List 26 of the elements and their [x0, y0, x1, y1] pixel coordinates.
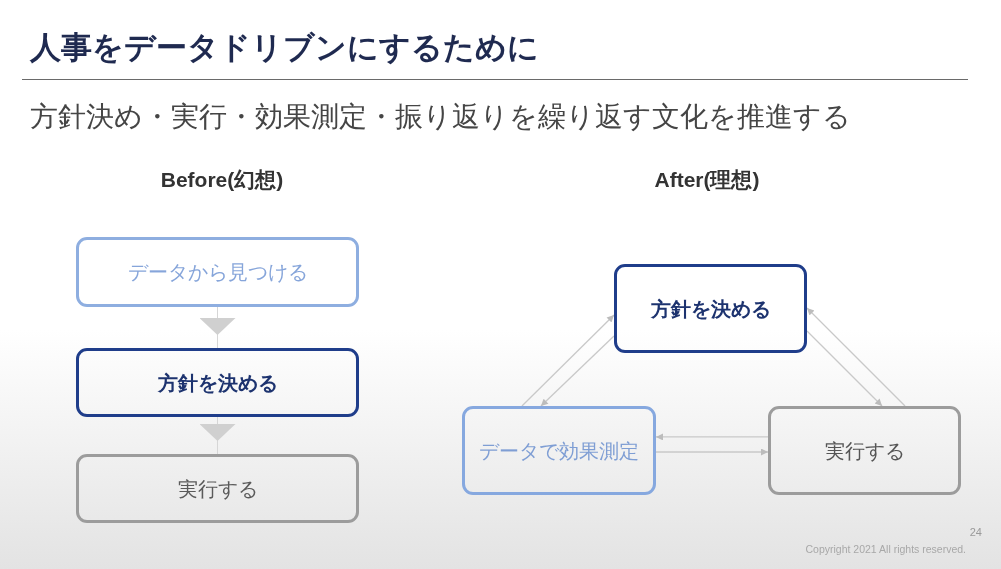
- step-label: 実行する: [824, 438, 905, 463]
- subtitle: 方針決め・実行・効果測定・振り返りを繰り返す文化を推進する: [30, 100, 851, 134]
- process-box: [768, 406, 961, 495]
- process-box: [462, 406, 656, 495]
- process-box: [76, 454, 359, 523]
- step-label: 方針を決める: [650, 296, 771, 321]
- page-number: 24: [969, 526, 982, 540]
- chevron-arrow: [199, 306, 236, 349]
- step-label: データで効果測定: [479, 438, 639, 463]
- step-label: データから見つける: [127, 260, 308, 284]
- chevron-arrow: [199, 416, 236, 455]
- step-label: 方針を決める: [157, 370, 278, 395]
- arrow: [521, 314, 615, 407]
- step-label: 実行する: [177, 476, 258, 501]
- copyright-notice: Copyright 2021 All rights reserved.: [805, 543, 966, 556]
- arrow: [540, 335, 615, 407]
- column-heading: Before(幻想): [160, 167, 284, 193]
- arrow: [655, 448, 769, 456]
- arrow: [806, 307, 906, 407]
- process-box: [614, 264, 807, 353]
- process-box: [76, 348, 359, 417]
- process-box: [76, 237, 359, 307]
- slide-title: 人事をデータドリブンにするために: [30, 29, 539, 67]
- arrow: [806, 330, 883, 407]
- column-heading: After(理想): [654, 167, 760, 193]
- arrow: [655, 433, 769, 441]
